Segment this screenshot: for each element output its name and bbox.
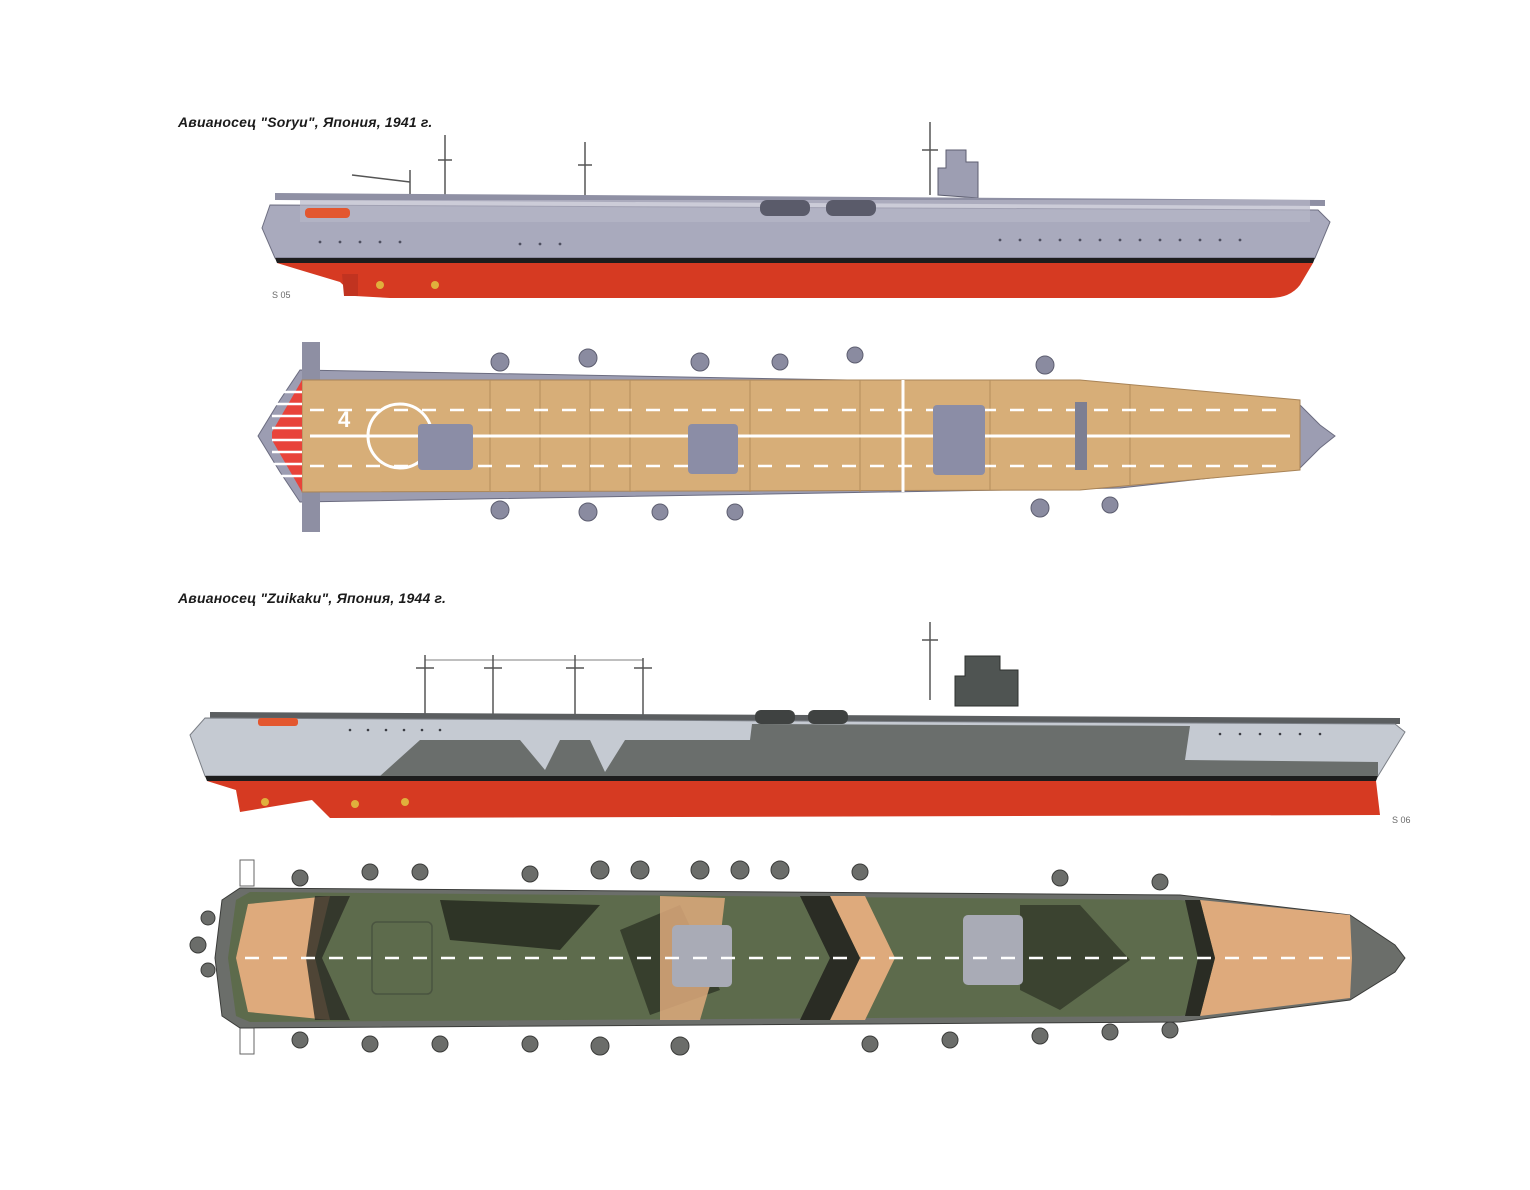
zuikaku-artist-signature: S 06	[1392, 815, 1411, 825]
soryu-side-profile	[261, 122, 1331, 298]
soryu-caption: Авианосец "Soryu", Япония, 1941 г.	[178, 114, 433, 130]
zuikaku-side-profile	[189, 622, 1406, 818]
soryu-artist-signature: S 05	[272, 290, 291, 300]
zuikaku-top-view	[189, 859, 1406, 1056]
zuikaku-caption: Авианосец "Zuikaku", Япония, 1944 г.	[178, 590, 447, 606]
soryu-deck-number: 4	[338, 407, 351, 432]
soryu-top-view: 4	[257, 342, 1336, 532]
